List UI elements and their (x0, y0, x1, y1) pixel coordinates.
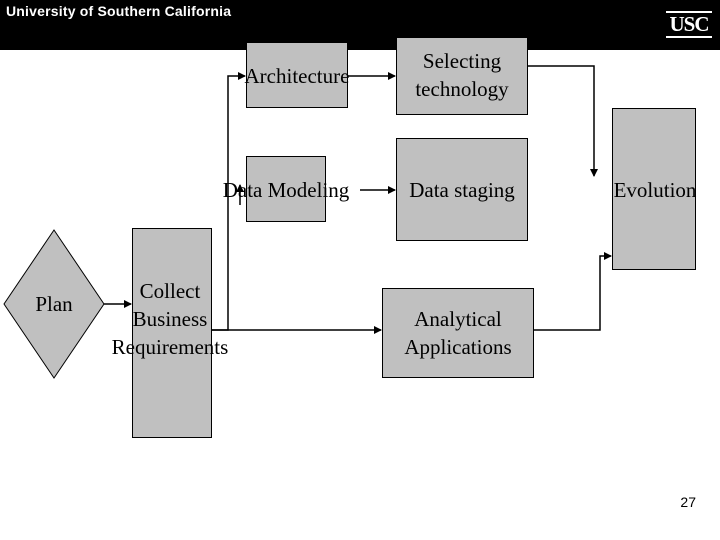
data-modeling-box (246, 156, 326, 222)
analytical-line-1: Analytical (414, 307, 502, 331)
architecture-box (246, 42, 348, 108)
selecting-technology-box (396, 37, 528, 115)
evolution-box (612, 108, 696, 270)
collect-line-1: Collect (139, 279, 201, 303)
selecting-line-2: technology (415, 77, 509, 101)
data-staging-box (396, 138, 528, 241)
selecting-technology-label: Selecting technology (396, 47, 528, 103)
analytical-applications-box (382, 288, 534, 378)
header-bar: University of Southern California USC (0, 0, 720, 50)
analytical-applications-label: Analytical Applications (382, 305, 534, 361)
selecting-line-1: Selecting (422, 49, 502, 73)
collect-line-2: Business (132, 307, 208, 331)
analytical-line-2: Applications (404, 335, 512, 359)
collect-box (132, 228, 212, 438)
collect-label: Collect Business Requirements (90, 277, 250, 361)
plan-diamond (3, 229, 105, 379)
usc-logo: USC (666, 11, 712, 38)
arrow-selecting-to-evolution (528, 65, 598, 177)
data-staging-label: Data staging (409, 178, 515, 202)
arrow-analytical-to-evolution (534, 252, 612, 331)
architecture-label: Architecture (244, 64, 350, 88)
plan-label: Plan (35, 292, 73, 316)
evolution-label: Evolution (613, 178, 697, 202)
data-modeling-label: Data Modeling (222, 178, 350, 202)
university-name: University of Southern California (6, 3, 232, 19)
page-number: 27 (680, 494, 696, 510)
collect-line-3: Requirements (111, 335, 229, 359)
